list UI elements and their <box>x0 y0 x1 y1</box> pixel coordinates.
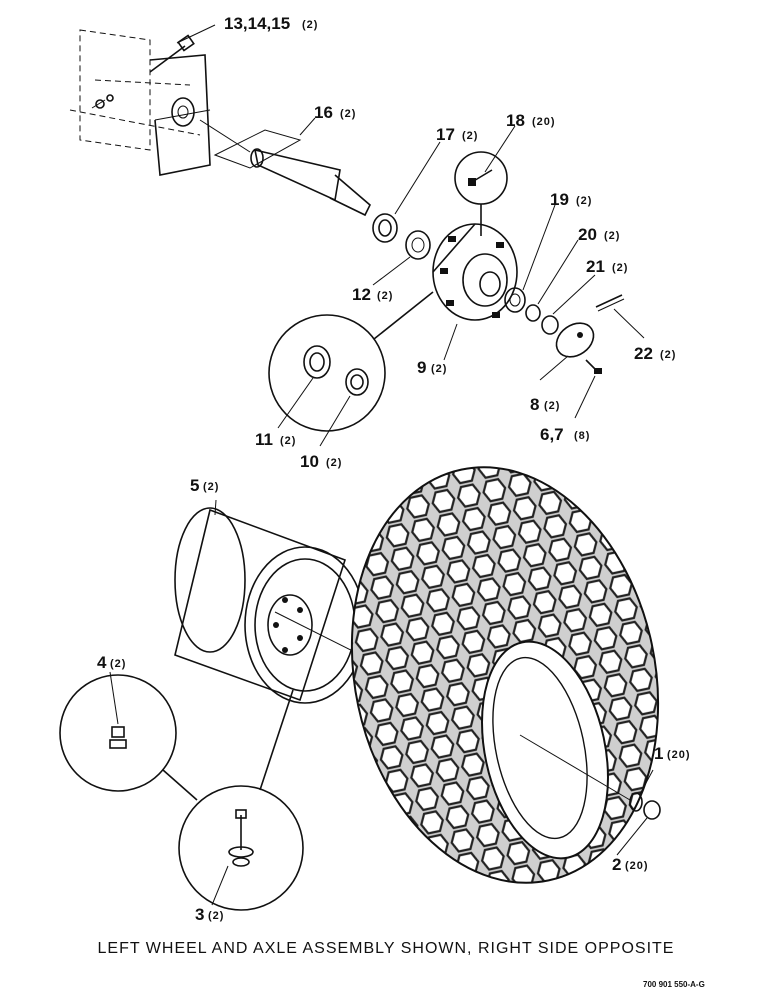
wheel-stud-18 <box>454 151 508 236</box>
bolt-13-14-15 <box>91 34 195 109</box>
callout-19: 19 <box>550 190 569 209</box>
hub-cap-8 <box>555 322 595 358</box>
callout-4-qty: (2) <box>110 658 126 670</box>
callout-2: 2 <box>612 855 621 874</box>
valve-detail-circle-3 <box>178 689 304 911</box>
callout-12-qty: (2) <box>377 290 393 302</box>
callout-1: 1 <box>654 744 663 763</box>
callout-18: 18 <box>506 111 525 130</box>
callout-17-qty: (2) <box>462 130 478 142</box>
callout-22-qty: (2) <box>660 349 676 361</box>
diagram-caption: LEFT WHEEL AND AXLE ASSEMBLY SHOWN, RIGH… <box>97 940 675 957</box>
callout-18-qty: (20) <box>532 116 556 128</box>
frame-bracket <box>69 29 211 176</box>
callout-13-14-15: 13,14,15 <box>224 14 290 33</box>
callout-3: 3 <box>195 905 204 924</box>
cap-screw-6-7 <box>585 359 602 374</box>
callout-19-qty: (2) <box>576 195 592 207</box>
callout-16-qty: (2) <box>340 108 356 120</box>
callout-13-14-15-qty: (2) <box>302 19 318 31</box>
cotter-pin-22 <box>595 294 625 312</box>
bearing-cup-17 <box>372 213 398 243</box>
callout-17: 17 <box>436 125 455 144</box>
hub <box>432 223 518 321</box>
callout-22: 22 <box>634 344 653 363</box>
callout-20: 20 <box>578 225 597 244</box>
spindle <box>199 119 371 217</box>
bearing-cup-detail-circle <box>268 291 434 432</box>
callout-20-qty: (2) <box>604 230 620 242</box>
callout-10: 10 <box>300 452 319 471</box>
callout-21-qty: (2) <box>612 262 628 274</box>
bearing-cone-12 <box>405 230 431 260</box>
callout-11-qty: (2) <box>280 435 296 447</box>
washer-20 <box>525 304 541 322</box>
callout-6-7-qty: (8) <box>574 430 590 442</box>
leader-lines <box>109 24 654 906</box>
flat-washer-1 <box>629 792 643 812</box>
callout-12: 12 <box>352 285 371 304</box>
callout-5-qty: (2) <box>203 481 219 493</box>
callout-6-7: 6,7 <box>540 425 564 444</box>
callout-16: 16 <box>314 103 333 122</box>
callouts: 13,14,15 (2) 16 (2) 17 (2) 18 (20) 19 (2… <box>97 14 691 924</box>
callout-5: 5 <box>190 476 199 495</box>
callout-9-qty: (2) <box>431 363 447 375</box>
callout-21: 21 <box>586 257 605 276</box>
callout-4: 4 <box>97 653 107 672</box>
bearing-cone-19 <box>504 287 526 313</box>
callout-8-qty: (2) <box>544 400 560 412</box>
wheel-nut-2 <box>643 800 661 820</box>
valve-detail-circle-4 <box>59 674 198 801</box>
tire <box>350 466 660 884</box>
callout-1-qty: (20) <box>667 749 691 761</box>
callout-11: 11 <box>255 430 273 449</box>
callout-3-qty: (2) <box>208 910 224 922</box>
callout-8: 8 <box>530 395 539 414</box>
callout-9: 9 <box>417 358 426 377</box>
drawing-number: 700 901 550-A-G <box>643 980 705 989</box>
callout-10-qty: (2) <box>326 457 342 469</box>
nut-21 <box>541 315 559 335</box>
callout-2-qty: (20) <box>625 860 649 872</box>
